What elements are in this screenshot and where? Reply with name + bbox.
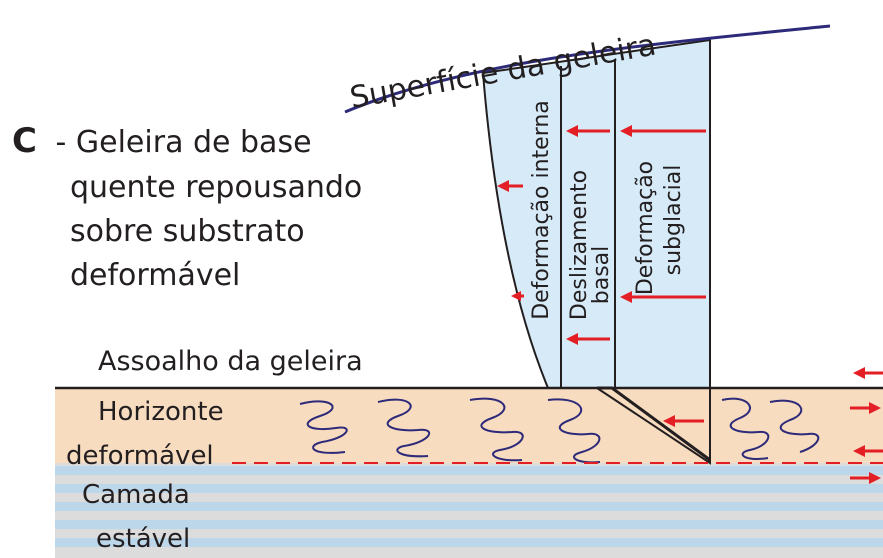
section-letter: C — [12, 121, 37, 161]
caption-line-3: sobre substrato — [70, 214, 305, 249]
arrow-basal-bottom — [566, 333, 610, 345]
horizon-label-line-2: deformável — [66, 441, 214, 471]
caption-line-1: - Geleira de base — [46, 125, 312, 160]
horizon-label-line-1: Horizonte — [98, 397, 224, 427]
stable-label-line-1: Camada — [82, 480, 190, 510]
arrow-subglacial-top — [620, 125, 706, 137]
arrow-edge-4 — [850, 472, 881, 484]
arrow-edge-2 — [850, 402, 881, 414]
deformed-sediment-squiggles — [299, 397, 820, 464]
arrow-edge-3 — [853, 445, 883, 457]
stable-layer — [55, 463, 883, 558]
caption-line-4: deformável — [70, 258, 240, 293]
arrow-substrate-mid — [663, 415, 704, 427]
velocity-arrows — [497, 125, 883, 484]
arrow-edge-1 — [853, 367, 883, 379]
glacier-floor-label: Assoalho da geleira — [98, 346, 363, 377]
internal-deformation-label: Deformação interna — [529, 100, 554, 320]
stable-label-line-2: estável — [96, 524, 190, 554]
glacier-surface-line — [344, 24, 831, 114]
subglacial-label-line-1: Deformação — [633, 161, 658, 295]
arrow-internal-top — [497, 180, 523, 192]
basal-sliding-label-line-2: basal — [589, 246, 614, 305]
subglacial-deformation-profile — [596, 387, 711, 465]
arrow-subglacial-bottom — [620, 291, 706, 303]
caption-line-2: quente repousando — [70, 170, 362, 205]
arrow-basal-top — [566, 125, 610, 137]
basal-sliding-label-line-1: Deslizamento — [567, 170, 592, 320]
arrow-internal-low — [511, 291, 524, 301]
subglacial-label-line-2: subglacial — [661, 165, 686, 276]
